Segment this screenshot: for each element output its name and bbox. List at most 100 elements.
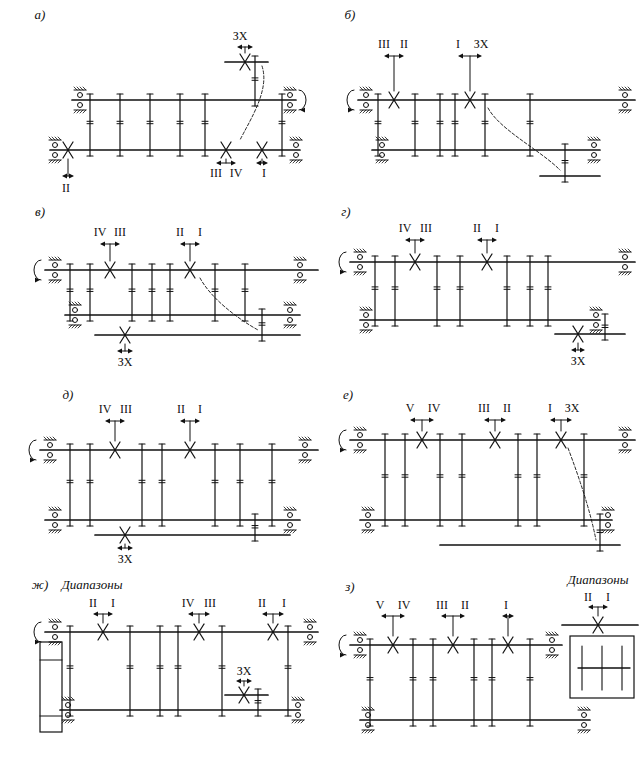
hatch xyxy=(287,530,290,533)
hatch xyxy=(369,87,372,90)
gear-mesh xyxy=(402,474,408,475)
gear-rim xyxy=(489,725,495,726)
hatch xyxy=(58,280,61,283)
gear-rim xyxy=(382,433,388,434)
bearing xyxy=(364,103,369,108)
hatch xyxy=(357,450,360,453)
hatch xyxy=(298,720,301,723)
hatch xyxy=(50,437,53,440)
hatch xyxy=(385,160,388,163)
gear-mesh xyxy=(534,477,540,478)
input-rotation xyxy=(299,90,306,110)
gear-rim xyxy=(175,715,181,716)
hatch xyxy=(77,110,80,113)
hatch xyxy=(83,110,86,113)
hatch xyxy=(292,720,295,723)
synchronizer xyxy=(465,92,475,108)
arrow-head xyxy=(93,611,98,616)
hatch xyxy=(290,507,293,510)
arrow-head xyxy=(69,173,74,178)
hatch xyxy=(313,642,316,645)
input-rotation xyxy=(339,252,346,272)
gear-rim xyxy=(597,550,603,551)
shaft xyxy=(372,149,600,151)
gear-rim xyxy=(157,625,163,626)
gear-rim xyxy=(212,263,218,264)
hatch xyxy=(360,110,363,113)
shift-fork xyxy=(453,616,454,636)
arrow-head xyxy=(420,237,425,242)
hatch xyxy=(368,507,371,510)
hatch xyxy=(622,110,625,113)
gear-mesh xyxy=(157,668,163,669)
hatch xyxy=(53,460,56,463)
bearing xyxy=(364,93,369,98)
hatch xyxy=(292,697,295,700)
hatch xyxy=(360,87,363,90)
hatch xyxy=(593,307,596,310)
hatch xyxy=(47,460,50,463)
gear-rim xyxy=(457,255,463,256)
bearing xyxy=(53,273,58,278)
hatch xyxy=(363,632,366,635)
gear xyxy=(129,626,130,716)
gear-mesh xyxy=(375,123,381,124)
hatch xyxy=(371,730,374,733)
arrow-head xyxy=(263,160,268,165)
bearing xyxy=(296,703,301,708)
hatch xyxy=(363,450,366,453)
hatch xyxy=(625,427,628,430)
gear-mesh xyxy=(581,474,587,475)
gear xyxy=(177,626,178,716)
gear-label: III xyxy=(478,402,490,414)
hatch xyxy=(360,307,363,310)
arrow-head xyxy=(180,418,185,423)
gear-rim xyxy=(117,155,123,156)
bearing xyxy=(296,713,301,718)
hatch xyxy=(625,87,628,90)
gear-rim xyxy=(139,443,145,444)
hatch xyxy=(628,427,631,430)
gear xyxy=(414,94,415,156)
gear-label: IV xyxy=(99,403,112,415)
hatch xyxy=(284,325,287,328)
gear-rim xyxy=(534,433,540,434)
hatch xyxy=(578,707,581,710)
hatch xyxy=(287,507,290,510)
shift-fork xyxy=(125,544,126,548)
arrow-head xyxy=(128,348,133,353)
hatch xyxy=(295,720,298,723)
gear-mesh xyxy=(202,121,208,122)
hatch xyxy=(284,87,287,90)
gear-mesh xyxy=(372,289,378,290)
arrow-head xyxy=(117,545,122,550)
gear-mesh xyxy=(202,123,208,124)
hatch xyxy=(301,720,304,723)
hatch xyxy=(68,697,71,700)
hatch xyxy=(363,330,366,333)
hatch xyxy=(284,110,287,113)
gear-mesh xyxy=(545,286,551,287)
bearing xyxy=(298,263,303,268)
synchronizer xyxy=(257,142,267,158)
gear-mesh xyxy=(581,477,587,478)
arrow-head xyxy=(460,613,465,618)
bearing xyxy=(53,513,58,518)
bearing xyxy=(294,143,299,148)
hatch xyxy=(53,437,56,440)
gear-rim xyxy=(127,715,133,716)
gear-mesh xyxy=(255,700,261,701)
gear-mesh xyxy=(252,77,258,78)
gear-mesh xyxy=(527,121,533,122)
hatch xyxy=(365,730,368,733)
gear-rim xyxy=(430,725,436,726)
synchronizer xyxy=(185,262,195,278)
hatch xyxy=(305,460,308,463)
gear-mesh xyxy=(269,482,275,483)
hatch xyxy=(546,655,549,658)
gear-label: II xyxy=(473,222,481,234)
arrow-head xyxy=(441,613,446,618)
bearing xyxy=(288,103,293,108)
hatch xyxy=(625,272,628,275)
arrow-head xyxy=(247,678,252,683)
